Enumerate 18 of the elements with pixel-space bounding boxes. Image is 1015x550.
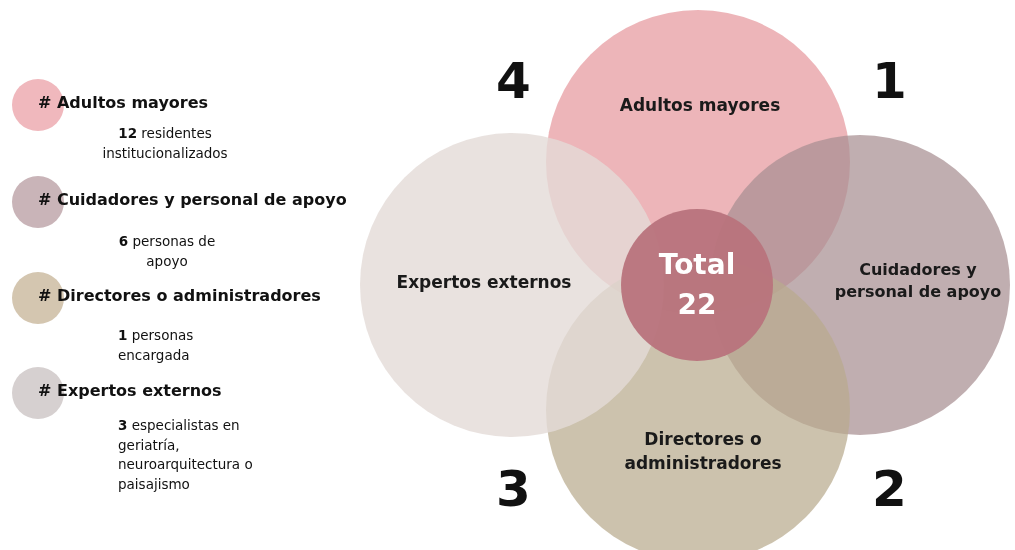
group-description: 12 residentes institucionalizados bbox=[101, 124, 229, 163]
circle-label: Expertos externos bbox=[395, 271, 573, 295]
legend-heading: # Cuidadores y personal de apoyo bbox=[38, 190, 347, 209]
total-label: 22 bbox=[676, 287, 718, 324]
group-description: 6 personas de apoyo bbox=[117, 232, 217, 271]
total-label: Total bbox=[657, 247, 737, 284]
group-description: 1 personas encargada bbox=[118, 326, 195, 365]
legend-heading: # Directores o administradores bbox=[38, 286, 321, 305]
legend-heading: # Adultos mayores bbox=[38, 93, 209, 112]
circle-label: Adultos mayores bbox=[618, 94, 782, 118]
quadrant-number: 1 bbox=[872, 52, 907, 110]
quadrant-number: 4 bbox=[496, 52, 531, 110]
quadrant-number: 2 bbox=[872, 460, 907, 518]
group-description: 3 especialistas en geriatría, neuroarquitectura o paisajismo bbox=[118, 416, 254, 494]
quadrant-number: 3 bbox=[496, 460, 531, 518]
legend-heading: # Expertos externos bbox=[38, 381, 222, 400]
circle-label: Directores o administradores bbox=[623, 428, 783, 475]
circle-label: Cuidadores y personal de apoyo bbox=[833, 258, 1003, 303]
